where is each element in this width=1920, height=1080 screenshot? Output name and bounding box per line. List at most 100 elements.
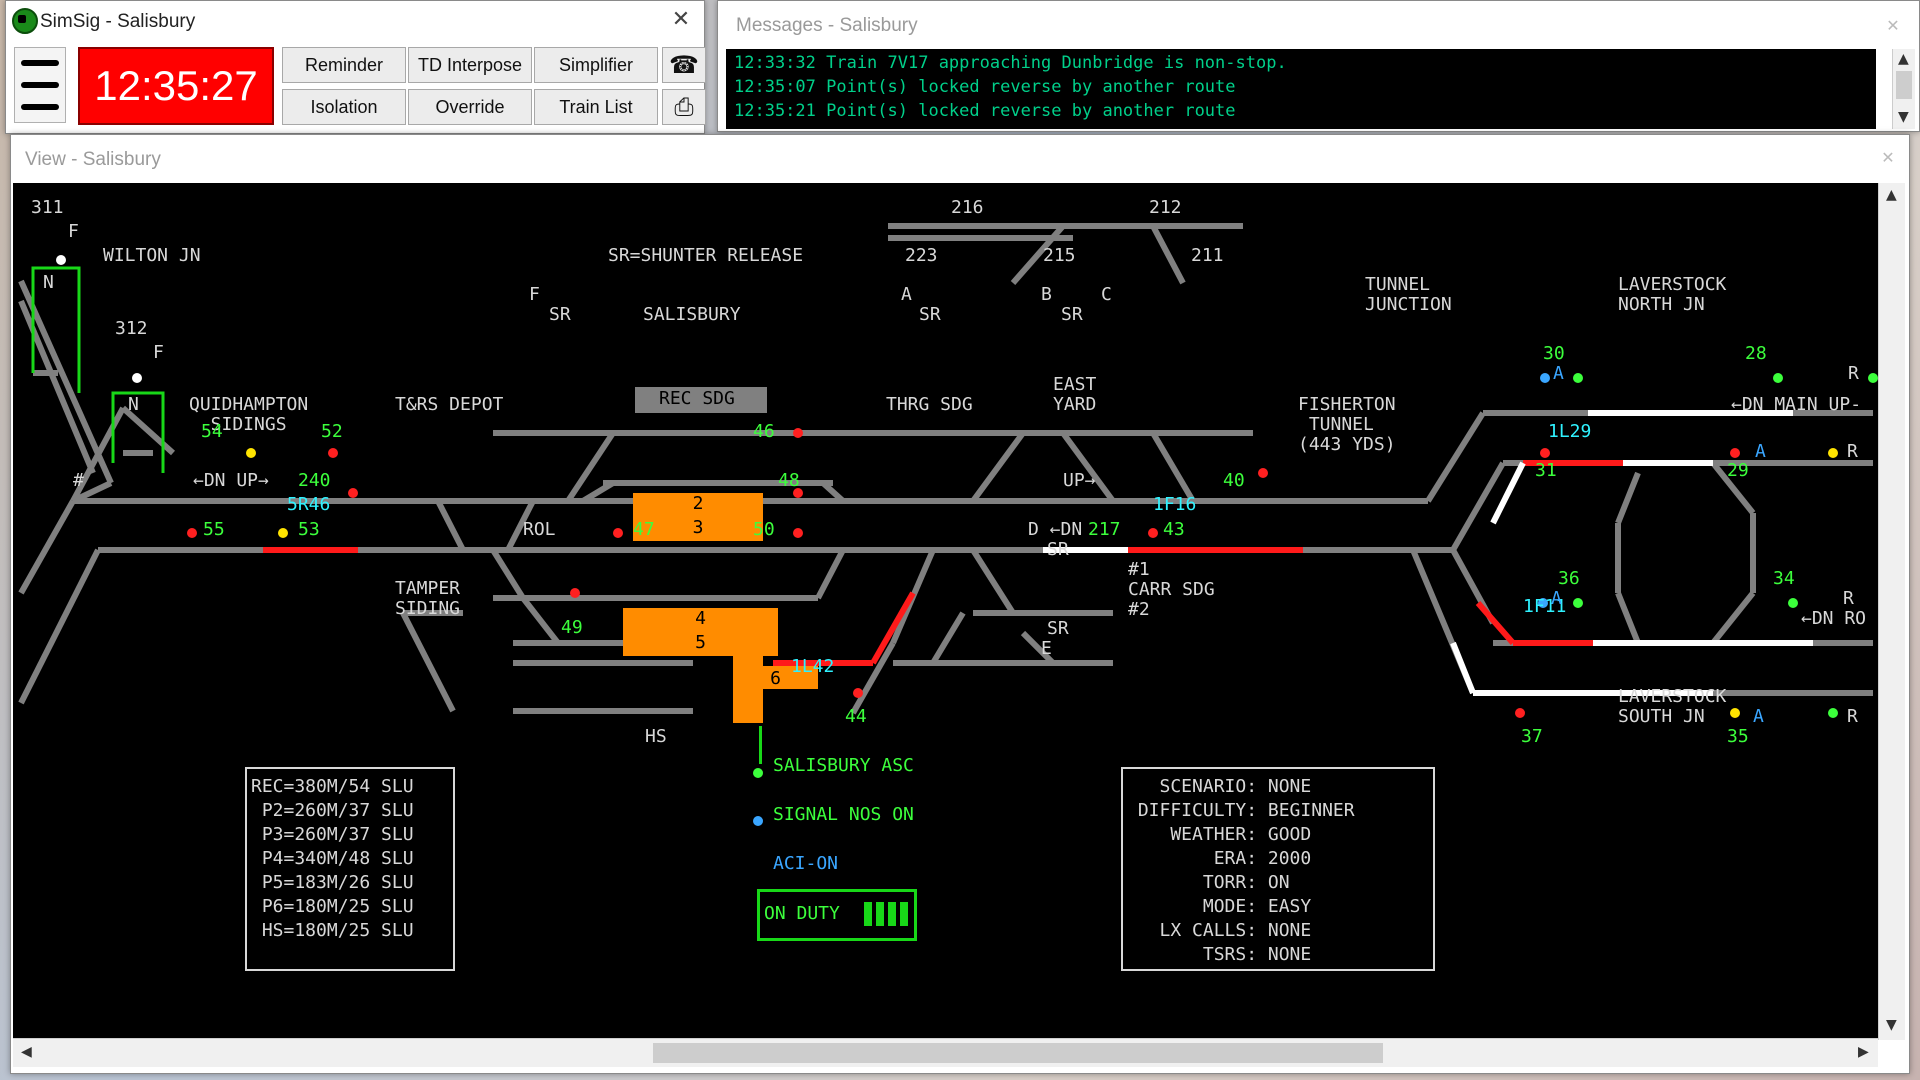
scroll-up-icon[interactable]: ▲ xyxy=(1886,187,1897,203)
signal-number[interactable]: 31 xyxy=(1535,460,1557,481)
isolation-button[interactable]: Isolation xyxy=(282,89,406,125)
scroll-left-icon[interactable]: ◀ xyxy=(21,1044,32,1060)
override-button[interactable]: Override xyxy=(408,89,532,125)
signal-number[interactable]: 52 xyxy=(321,421,343,442)
ground-frame-outline xyxy=(111,391,165,473)
signal-number[interactable]: 55 xyxy=(203,519,225,540)
control-title-bar[interactable]: SimSig - Salisbury ✕ xyxy=(6,1,704,45)
td-interpose-button[interactable]: TD Interpose xyxy=(408,47,532,83)
printer-icon[interactable]: ⎙ xyxy=(662,89,706,125)
signal-number[interactable]: 216 xyxy=(951,197,984,218)
menu-hamburger-icon[interactable] xyxy=(14,47,66,123)
train-list-button[interactable]: Train List xyxy=(534,89,658,125)
view-title: View - Salisbury xyxy=(25,149,161,170)
close-icon[interactable]: ✕ xyxy=(1886,16,1900,35)
location-label: WILTON JN xyxy=(103,245,201,266)
track-segment xyxy=(1615,591,1641,645)
scroll-thumb[interactable] xyxy=(653,1043,1383,1063)
sim-clock[interactable]: 12:35:27 xyxy=(78,47,274,125)
scroll-down-icon[interactable]: ▼ xyxy=(1898,109,1909,125)
signal-number[interactable]: 215 xyxy=(1043,245,1076,266)
scroll-up-icon[interactable]: ▲ xyxy=(1898,51,1909,67)
signal-number[interactable]: 217 xyxy=(1088,519,1121,540)
on-duty-box[interactable]: ON DUTY xyxy=(757,889,917,941)
scenario-line: DIFFICULTY: BEGINNER xyxy=(1127,800,1355,821)
message-log[interactable]: 12:33:32 Train 7V17 approaching Dunbridg… xyxy=(726,49,1876,129)
scroll-right-icon[interactable]: ▶ xyxy=(1858,1044,1869,1060)
train-description[interactable]: 1L42 xyxy=(791,656,835,677)
scenario-line: MODE: EASY xyxy=(1127,896,1312,917)
shunter-release[interactable]: SR xyxy=(1061,304,1083,325)
view-horizontal-scrollbar[interactable]: ◀ ▶ xyxy=(13,1038,1878,1067)
signal-aspect-red xyxy=(793,528,803,538)
signal-number[interactable]: 47 xyxy=(633,519,655,540)
signal-nos-label[interactable]: SIGNAL NOS ON xyxy=(773,804,914,825)
track-segment xyxy=(970,431,1026,503)
signal-number[interactable]: 240 xyxy=(298,470,331,491)
signal-number[interactable]: 312 xyxy=(115,318,148,339)
location-label: TUNNEL JUNCTION xyxy=(1365,274,1452,315)
train-description[interactable]: 1F16 xyxy=(1153,494,1197,515)
simsig-logo-icon xyxy=(12,8,38,34)
rec-sdg-block[interactable] xyxy=(635,387,767,413)
scroll-down-icon[interactable]: ▼ xyxy=(1886,1017,1897,1033)
signal-number[interactable]: 48 xyxy=(778,470,800,491)
signal-number[interactable]: 50 xyxy=(753,519,775,540)
view-vertical-scrollbar[interactable]: ▲ ▼ xyxy=(1878,183,1905,1040)
view-title-bar[interactable]: View - Salisbury ✕ xyxy=(11,135,1909,179)
signal-number[interactable]: 30 xyxy=(1543,343,1565,364)
close-icon[interactable]: ✕ xyxy=(671,7,691,32)
telephone-icon[interactable]: ☎ xyxy=(662,47,706,83)
train-description[interactable]: 5R46 xyxy=(287,494,331,515)
track-segment xyxy=(930,611,966,665)
signal-number[interactable]: 46 xyxy=(753,421,775,442)
message-line: 12:35:07 Point(s) locked reverse by anot… xyxy=(734,77,1236,97)
signalling-diagram[interactable]: 311 F N WILTON JN 312 F N QUIDHAMPTON SI… xyxy=(13,183,1878,1040)
messages-scrollbar[interactable]: ▲ ▼ xyxy=(1892,49,1915,129)
aci-lamp xyxy=(753,816,763,826)
signal-number[interactable]: 211 xyxy=(1191,245,1224,266)
messages-title-bar[interactable]: Messages - Salisbury ✕ xyxy=(718,1,1919,45)
signal-aspect-red xyxy=(793,428,803,438)
shunter-release[interactable]: SR xyxy=(919,304,941,325)
aci-on-label[interactable]: ACI-ON xyxy=(773,853,839,874)
signal-number[interactable]: 311 xyxy=(31,197,64,218)
ground-frame-lamp xyxy=(132,373,142,383)
signal-number[interactable]: 40 xyxy=(1223,470,1245,491)
reminder-button[interactable]: Reminder xyxy=(282,47,406,83)
platform-length: REC=380M/54 SLU xyxy=(251,776,414,797)
platform-number: 6 xyxy=(770,668,781,689)
location-label: FISHERTON TUNNEL (443 YDS) xyxy=(1298,394,1396,455)
direction-label: D ←DN xyxy=(1028,519,1083,540)
simplifier-button[interactable]: Simplifier xyxy=(534,47,658,83)
shunter-release[interactable]: SR xyxy=(1047,618,1069,639)
signal-number[interactable]: 29 xyxy=(1727,460,1749,481)
signal-number[interactable]: 34 xyxy=(1773,568,1795,589)
signal-number[interactable]: 43 xyxy=(1163,519,1185,540)
scenario-line: SCENARIO: NONE xyxy=(1127,776,1312,797)
shunter-release[interactable]: SR xyxy=(1047,539,1069,560)
signal-number[interactable]: 37 xyxy=(1521,726,1543,747)
shunter-release[interactable]: SR xyxy=(549,304,571,325)
location-label: T&RS DEPOT xyxy=(395,394,504,415)
signal-nos-lamp xyxy=(753,768,763,778)
track-segment xyxy=(490,548,526,600)
location-label: QUIDHAMPTON SIDINGS xyxy=(189,394,309,435)
train-description[interactable]: 1F11 xyxy=(1523,596,1567,617)
direction-label: UP→ xyxy=(1063,470,1096,491)
scroll-thumb[interactable] xyxy=(1896,71,1912,99)
signal-number[interactable]: 53 xyxy=(298,519,320,540)
signal-number[interactable]: 36 xyxy=(1558,568,1580,589)
signal-aspect-red xyxy=(570,588,580,598)
signal-number[interactable]: 28 xyxy=(1745,343,1767,364)
signal-number[interactable]: 49 xyxy=(561,617,583,638)
signal-number[interactable]: 54 xyxy=(201,421,223,442)
close-icon[interactable]: ✕ xyxy=(1881,148,1895,167)
signal-number[interactable]: 35 xyxy=(1727,726,1749,747)
signal-number[interactable]: 44 xyxy=(845,706,867,727)
track-segment xyxy=(18,499,76,595)
scenario-line: LX CALLS: NONE xyxy=(1127,920,1312,941)
signal-number[interactable]: 223 xyxy=(905,245,938,266)
signal-number[interactable]: 212 xyxy=(1149,197,1182,218)
train-description[interactable]: 1L29 xyxy=(1548,421,1592,442)
